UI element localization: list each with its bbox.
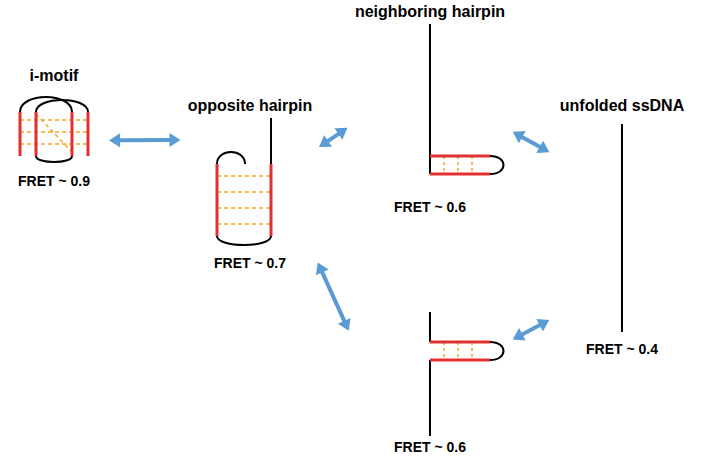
- fret-value: FRET ~ 0.9: [18, 173, 90, 190]
- neighboring-hairpin-illustration: [340, 24, 520, 192]
- arrow-shaft: [118, 138, 172, 142]
- arrow-shaft: [326, 133, 340, 142]
- structure-node: unfolded ssDNA FRET ~ 0.4: [552, 96, 692, 358]
- structure-title: opposite hairpin: [188, 96, 312, 115]
- arrow-head: [513, 131, 526, 143]
- opposite-hairpin-illustration: [205, 118, 295, 248]
- arrow-shaft: [321, 271, 345, 323]
- arrow-head: [169, 133, 180, 147]
- double-arrow: [513, 131, 550, 153]
- structure-title: i-motif: [30, 66, 79, 85]
- arrow-shaft: [521, 324, 542, 335]
- structure-node: neighboring hairpinFRET ~ 0.6: [350, 2, 510, 216]
- structure-node: i-motifFRET ~ 0.9: [2, 66, 106, 190]
- arrow-head: [319, 135, 332, 147]
- fret-value: FRET ~ 0.6: [394, 199, 466, 216]
- double-arrow: [319, 128, 348, 147]
- fret-value: FRET ~ 0.7: [214, 255, 286, 272]
- neighboring-hairpin-illustration: [340, 312, 520, 436]
- fret-value: FRET ~ 0.6: [394, 439, 466, 456]
- arrow-head: [513, 328, 526, 340]
- arrow-head: [536, 319, 549, 331]
- arrow-head: [338, 318, 351, 331]
- arrow-head: [316, 262, 329, 275]
- i-motif-illustration: [14, 90, 94, 162]
- arrow-head: [334, 128, 347, 140]
- double-arrow: [109, 133, 181, 147]
- arrow-head: [109, 133, 120, 147]
- ssdna-illustration: [552, 120, 692, 334]
- structure-node: FRET ~ 0.6: [350, 312, 510, 456]
- arrow-head: [536, 141, 549, 153]
- fret-value: FRET ~ 0.4: [586, 341, 658, 358]
- double-arrow: [316, 262, 351, 330]
- structure-title: neighboring hairpin: [355, 2, 505, 21]
- structure-node: opposite hairpinFRET ~ 0.7: [184, 96, 317, 272]
- arrow-shaft: [520, 136, 541, 148]
- double-arrow: [513, 319, 550, 340]
- structure-title: unfolded ssDNA: [560, 96, 684, 115]
